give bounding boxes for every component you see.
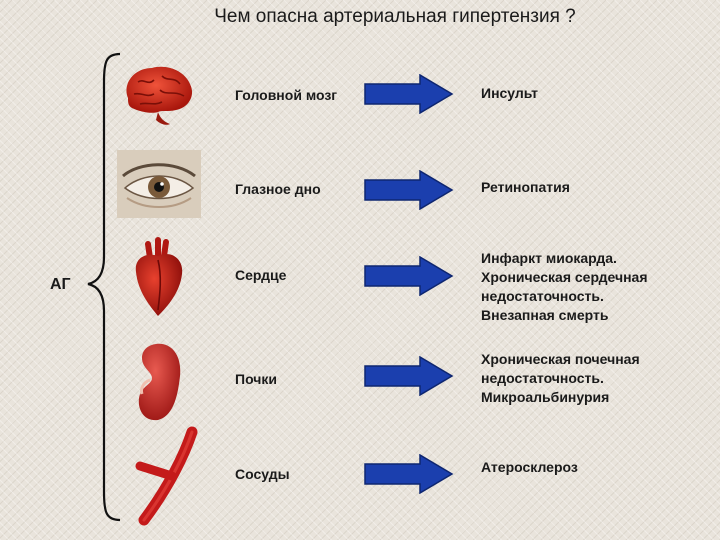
consequence-text: Инфаркт миокарда. Хроническая сердечная не…: [481, 249, 648, 325]
consequence-line: Инсульт: [481, 85, 539, 101]
brace-icon: [87, 52, 121, 522]
group-label: АГ: [50, 276, 71, 293]
consequence-text: Ретинопатия: [481, 178, 570, 197]
consequence-line: Хроническая сердечная: [481, 269, 648, 285]
consequence-line: Атеросклероз: [481, 459, 578, 475]
organ-label: Почки: [235, 371, 278, 387]
consequence-line: Микроальбинурия: [481, 389, 610, 405]
consequence-text: Атеросклероз: [481, 458, 578, 477]
organ-label: Головной мозг: [235, 87, 338, 103]
eye-icon: [117, 150, 201, 218]
blood-vessel-icon: [135, 426, 198, 526]
consequence-text: Инсульт: [481, 84, 538, 103]
heart-icon: [135, 237, 183, 316]
arrow-right-icon: [364, 74, 454, 114]
consequence-line: недостаточность.: [481, 288, 604, 304]
consequence-line: Хроническая почечная: [481, 351, 640, 367]
consequence-text: Хроническая почечная недостаточность. Микр…: [481, 350, 640, 407]
slide-title: Чем опасна артериальная гипертензия ?: [214, 6, 576, 27]
arrow-right-icon: [364, 356, 454, 396]
consequence-line: Внезапная смерть: [481, 307, 609, 323]
arrow-right-icon: [364, 170, 454, 210]
brain-icon: [126, 66, 193, 125]
organ-label: Сердце: [235, 267, 287, 283]
kidney-icon: [138, 343, 181, 421]
arrow-right-icon: [364, 256, 454, 296]
arrow-right-icon: [364, 454, 454, 494]
consequence-line: Инфаркт миокарда.: [481, 250, 617, 266]
consequence-line: Ретинопатия: [481, 179, 570, 195]
consequence-line: недостаточность.: [481, 370, 604, 386]
organ-label: Глазное дно: [235, 181, 321, 197]
organ-label: Сосуды: [235, 466, 290, 482]
